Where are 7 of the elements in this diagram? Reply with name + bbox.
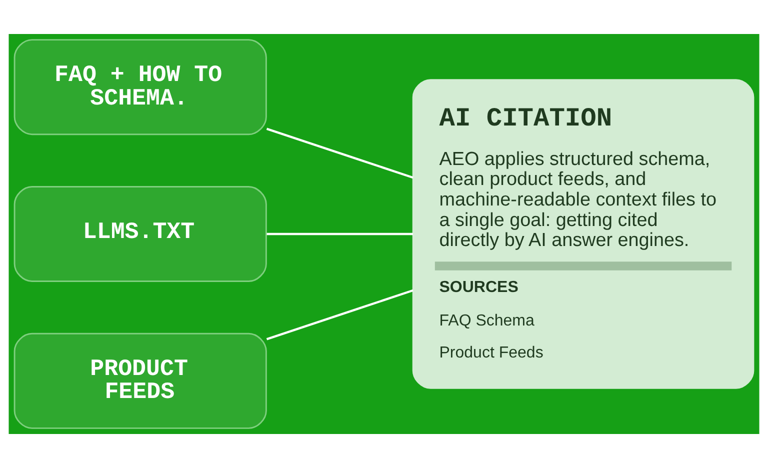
connector	[266, 289, 414, 340]
connector	[266, 232, 414, 236]
connector	[266, 128, 414, 179]
node-box: AI CITATION AEO applies structured schema, clean product feeds, and machine-readable context files to a single goal: getting cited directly by AI answer engines. SOURCES FAQ Schema Product Feeds	[412, 79, 754, 389]
node-box: LLMS.TXT	[14, 186, 267, 282]
node-box: FAQ + HOW TO SCHEMA.	[14, 39, 267, 136]
node-box: PRODUCT FEEDS	[14, 332, 267, 429]
